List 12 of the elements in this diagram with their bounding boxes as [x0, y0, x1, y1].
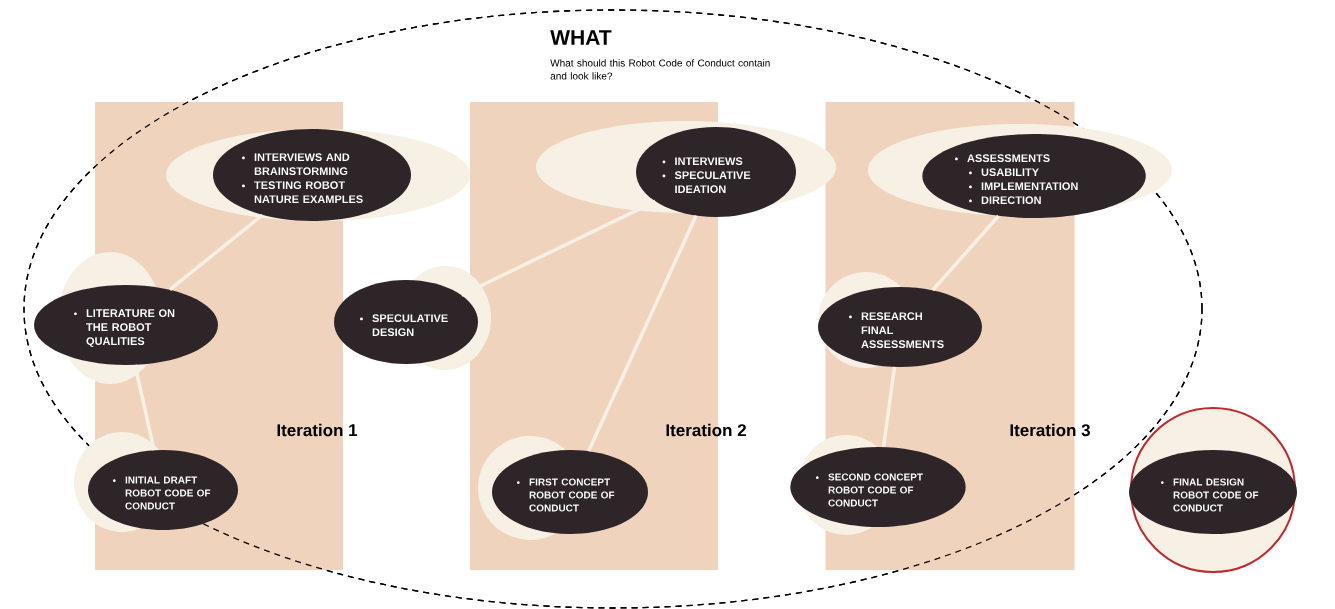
connector-line — [168, 213, 264, 291]
heading: WHAT — [550, 30, 612, 45]
connector-line — [460, 199, 656, 297]
node-label: IMPLEMENTATION — [981, 182, 1078, 191]
node-label: USABILITY — [981, 168, 1039, 177]
node-label: ASSESSMENTS — [967, 154, 1050, 163]
connector-line — [931, 214, 1000, 292]
connector-line — [881, 366, 897, 448]
node-label: DIRECTION — [981, 196, 1041, 205]
connector-line — [133, 364, 156, 451]
connector-line — [587, 215, 698, 452]
subtitle: What should this Robot Code of Conduct contain and look like? — [550, 59, 770, 80]
